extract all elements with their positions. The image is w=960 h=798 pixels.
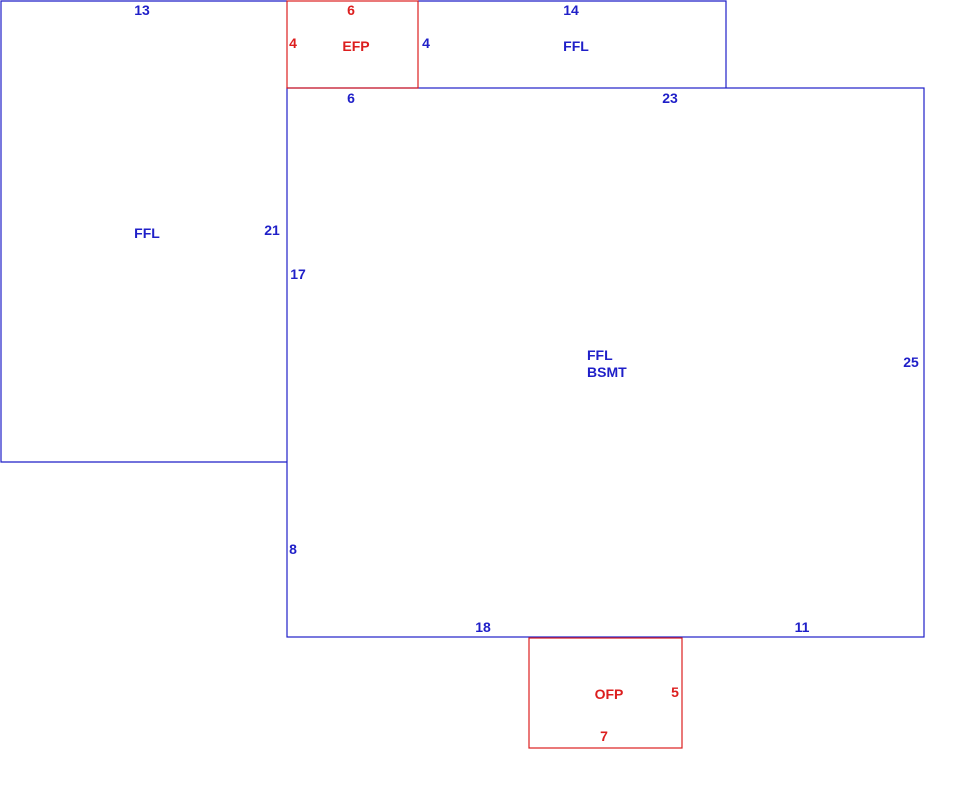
left-wing-right-dimension: 21 bbox=[264, 222, 280, 238]
main-top-right-dimension: 23 bbox=[662, 90, 678, 106]
bottom-porch-area: 5 7 OFP bbox=[528, 637, 683, 749]
main-label-line2: BSMT bbox=[587, 364, 627, 380]
main-bottom-right-dimension: 11 bbox=[795, 619, 810, 635]
top-porch-left-dimension: 4 bbox=[289, 35, 297, 51]
top-porch-area: 6 4 4 EFP bbox=[286, 0, 430, 89]
main-area: 6 23 17 8 25 18 11 FFL BSMT bbox=[286, 87, 925, 638]
left-wing-top-dimension: 13 bbox=[134, 2, 150, 18]
top-porch-right-dimension: 4 bbox=[422, 35, 430, 51]
main-outline bbox=[286, 87, 925, 638]
bottom-porch-right-dimension: 5 bbox=[671, 684, 679, 700]
top-porch-top-dimension: 6 bbox=[347, 2, 355, 18]
main-left-upper-dimension: 17 bbox=[290, 266, 306, 282]
top-wing-label: FFL bbox=[563, 38, 589, 54]
top-wing-top-dimension: 14 bbox=[563, 2, 579, 18]
bottom-porch-bottom-dimension: 7 bbox=[600, 728, 608, 744]
bottom-porch-label: OFP bbox=[595, 686, 624, 702]
top-wing-outline bbox=[418, 0, 727, 88]
left-wing-area: 13 21 FFL bbox=[0, 0, 287, 463]
left-wing-label: FFL bbox=[134, 225, 160, 241]
top-porch-label: EFP bbox=[342, 38, 369, 54]
left-wing-outline bbox=[0, 0, 287, 463]
main-left-lower-dimension: 8 bbox=[289, 541, 297, 557]
main-right-dimension: 25 bbox=[903, 354, 919, 370]
top-porch-outline bbox=[286, 0, 419, 89]
main-label-line1: FFL bbox=[587, 347, 613, 363]
main-bottom-left-dimension: 18 bbox=[475, 619, 491, 635]
top-wing-area: 14 FFL bbox=[418, 0, 727, 88]
main-top-left-dimension: 6 bbox=[347, 90, 355, 106]
bottom-porch-outline bbox=[528, 637, 683, 749]
